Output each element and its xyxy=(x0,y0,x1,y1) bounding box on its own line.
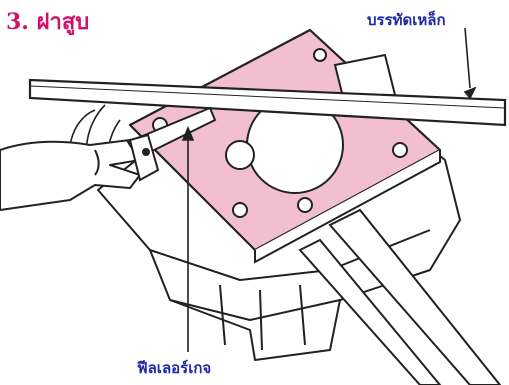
straightedge-label: บรรทัดเหล็ก xyxy=(367,11,446,29)
bolt-hole-5 xyxy=(313,48,327,62)
stud-rod xyxy=(298,208,502,385)
bolt-hole-2 xyxy=(232,202,248,218)
bolt-hole-3 xyxy=(297,197,313,213)
bore-hole-small xyxy=(225,140,255,170)
hand xyxy=(0,139,151,211)
title: 3. ฝาสูบ xyxy=(6,9,90,35)
gasket-surface xyxy=(128,28,442,264)
feeler-gauge-label: ฟีลเลอร์เกจ xyxy=(137,359,212,377)
straightedge xyxy=(28,78,507,127)
label-pointers xyxy=(181,27,477,352)
feeler-gauge xyxy=(126,106,217,182)
bolt-hole-4 xyxy=(392,142,408,158)
